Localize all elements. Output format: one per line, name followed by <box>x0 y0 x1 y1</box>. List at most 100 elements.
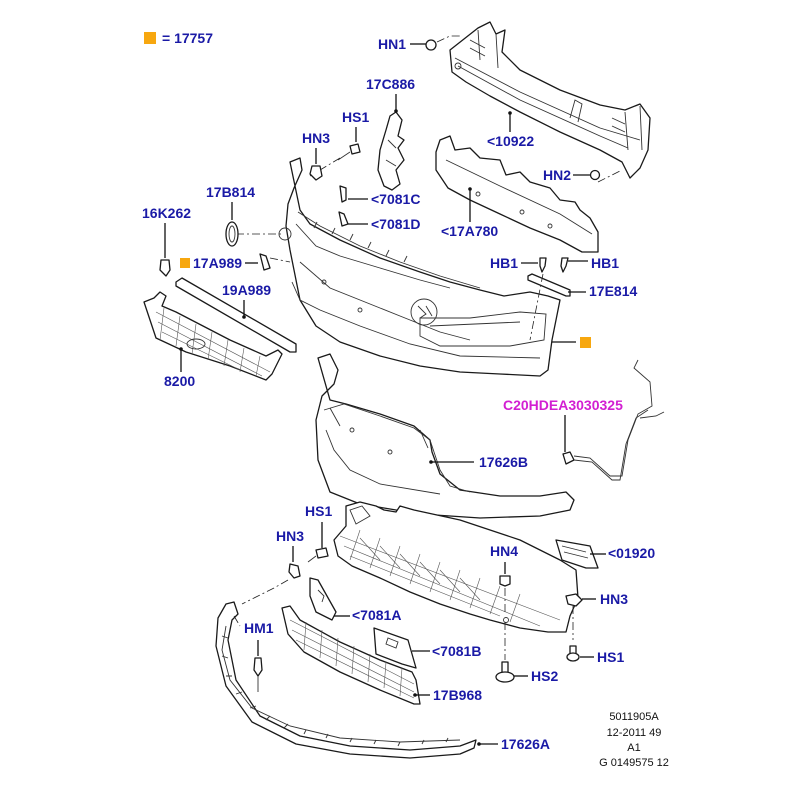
callout-17b814: 17B814 <box>206 184 255 247</box>
callout-c20hdea3030325: C20HDEA3030325 <box>503 397 623 452</box>
screw-hs1-mid-icon <box>315 547 329 559</box>
label-19a989: 19A989 <box>222 282 271 298</box>
callout-10922: <10922 <box>487 111 534 149</box>
label-7081a: <7081A <box>352 607 401 623</box>
bracket-7081d <box>338 211 349 227</box>
fastener-hm1-icon <box>253 657 263 677</box>
reference-line-3: A1 <box>627 742 640 754</box>
nut-hn1-icon <box>425 39 437 51</box>
nut-hn2-icon <box>589 169 601 181</box>
label-17a780: <17A780 <box>441 223 498 239</box>
fastener-16k262-icon <box>159 259 171 277</box>
lower-bumper-17626b-part <box>315 353 575 519</box>
label-16k262: 16K262 <box>142 205 191 221</box>
label-17c886: 17C886 <box>366 76 415 92</box>
bumper-reinforcement-part <box>449 21 651 179</box>
bumper-cover-part <box>236 157 561 377</box>
callout-hs1-top: HS1 <box>309 109 369 177</box>
bracket-7081c <box>339 185 347 203</box>
callout-7081d: <7081D <box>338 211 420 232</box>
callout-17a989: 17A989 <box>180 253 271 271</box>
callout-hb1-left: HB1 <box>490 255 547 273</box>
label-17a989: 17A989 <box>193 255 242 271</box>
label-8200: 8200 <box>164 373 195 389</box>
label-7081b: <7081B <box>432 643 481 659</box>
callout-hn2: HN2 <box>543 167 623 183</box>
screw-hs2-icon <box>495 671 515 683</box>
callout-17a780: <17A780 <box>441 187 498 239</box>
strip-19a989-part <box>175 277 297 353</box>
wiring-harness-part <box>562 359 665 481</box>
clip-hn3-right-icon <box>565 593 583 607</box>
bolt-hb1-left-icon <box>539 257 547 273</box>
screw-hs1-right-icon <box>566 652 580 662</box>
harness-connector-icon <box>562 451 575 465</box>
orange-square-marker-icon <box>180 258 190 268</box>
label-hn3-right: HN3 <box>600 591 628 607</box>
label-10922: <10922 <box>487 133 534 149</box>
callout-hn3-top: HN3 <box>302 130 330 181</box>
grille-8200-part <box>143 291 283 381</box>
cap-17a989 <box>259 253 271 271</box>
callout-hn1-top: HN1 <box>378 35 462 52</box>
callout-01920: <01920 <box>555 539 655 569</box>
legend: = 17757 <box>144 30 213 46</box>
screw-hs1-icon <box>349 143 361 155</box>
callout-17e814: 17E814 <box>527 273 637 341</box>
label-hs1-mid: HS1 <box>305 503 332 519</box>
reference-line-1: 5011905A <box>609 711 659 723</box>
reference-block: 5011905A 12-2011 49 A1 G 0149575 12 <box>599 711 669 769</box>
callout-8200: 8200 <box>164 347 195 389</box>
callout-hn4: HN4 <box>490 543 518 612</box>
label-17626a: 17626A <box>501 736 550 752</box>
label-hb1-left: HB1 <box>490 255 518 271</box>
label-c20hdea3030325: C20HDEA3030325 <box>503 397 623 413</box>
label-hn3-mid: HN3 <box>276 528 304 544</box>
label-17b814: 17B814 <box>206 184 255 200</box>
label-7081c: <7081C <box>371 191 420 207</box>
label-7081d: <7081D <box>371 216 420 232</box>
label-hs2: HS2 <box>531 668 558 684</box>
nut-hn4-icon <box>499 575 511 587</box>
callout-17757-marker <box>552 337 591 348</box>
callout-7081b: <7081B <box>373 627 481 669</box>
label-01920: <01920 <box>608 545 655 561</box>
callout-hn3-mid: HN3 <box>241 528 304 605</box>
ring-17b814 <box>225 221 239 247</box>
label-hm1: HM1 <box>244 620 274 636</box>
callout-hs1-mid: HS1 <box>305 503 332 563</box>
label-17b968: 17B968 <box>433 687 482 703</box>
clip-hn3-mid-icon <box>288 563 301 579</box>
label-hn2: HN2 <box>543 167 571 183</box>
label-17e814: 17E814 <box>589 283 637 299</box>
label-hs1-right: HS1 <box>597 649 624 665</box>
lower-lip-17626a-part <box>215 601 477 759</box>
callout-hn3-right: HN3 <box>565 591 628 640</box>
callout-17626a: 17626A <box>477 736 550 752</box>
label-hb1-right: HB1 <box>591 255 619 271</box>
label-hs1: HS1 <box>342 109 369 125</box>
grille-insert-17b968-part <box>281 605 421 705</box>
label-hn1: HN1 <box>378 36 406 52</box>
legend-orange-square-icon <box>144 32 156 44</box>
reference-line-2: 12-2011 49 <box>607 727 662 739</box>
callout-17c886: 17C886 <box>366 76 415 113</box>
label-hn4: HN4 <box>490 543 518 559</box>
orange-square-marker-icon <box>580 337 591 348</box>
callout-hs2: HS2 <box>495 622 558 684</box>
bracket-17e814 <box>527 273 571 297</box>
callout-hm1: HM1 <box>233 615 274 692</box>
callout-7081a: <7081A <box>309 577 401 623</box>
legend-text: = 17757 <box>162 30 213 46</box>
label-17626b: 17626B <box>479 454 528 470</box>
callout-7081c: <7081C <box>339 185 420 207</box>
bracket-17c886-part <box>377 111 405 191</box>
label-hn3: HN3 <box>302 130 330 146</box>
callout-19a989: 19A989 <box>222 282 271 319</box>
reference-line-4: G 0149575 12 <box>599 757 669 769</box>
callout-hs1-right: HS1 <box>566 645 624 665</box>
bolt-hb1-right-icon <box>560 257 569 273</box>
callout-17626b: 17626B <box>429 454 528 470</box>
